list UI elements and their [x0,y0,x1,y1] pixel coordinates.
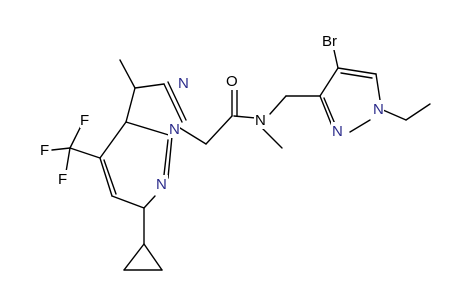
atom-n-pyrazole-right-b: N [373,101,384,118]
atom-f3: F [58,171,67,188]
bonds [51,49,431,271]
bond [65,147,71,173]
atom-labels: Br O N N N N N N F F F [40,32,384,193]
bond [349,119,371,133]
bond [143,195,156,209]
bond [123,243,145,271]
bond [119,59,136,89]
bond [111,195,145,209]
atom-n-pyrazole-right-a: N [332,123,343,140]
bond [143,243,163,271]
atom-f1: F [80,112,89,129]
bond [99,121,127,159]
bond [319,67,339,97]
bond [233,115,257,119]
bond [103,159,117,195]
atom-n-pyridine: N [156,176,167,193]
bond [382,109,407,121]
bond [69,147,101,159]
bond [340,72,373,79]
atom-n-pyrazole-left-top: N [178,75,189,92]
bond [375,73,381,101]
bond [319,95,333,127]
bond [405,103,431,121]
bond [337,67,377,75]
bond [167,81,187,121]
bond [163,139,169,176]
bond [125,121,173,137]
bond [125,87,136,123]
bond [134,83,165,89]
atom-f2: F [40,142,49,159]
bond [51,147,71,151]
bond [261,127,283,149]
bond [269,95,287,115]
bond [179,127,207,145]
atom-n-pyrazole-left-bottom: N [169,121,180,138]
bond [205,115,233,145]
atom-n-amide: N [255,112,266,129]
bond [323,97,336,125]
bond [333,49,339,69]
bond [99,157,113,197]
atom-br: Br [322,33,337,50]
bond [167,135,173,179]
bond [163,83,183,123]
atom-o: O [226,73,238,90]
